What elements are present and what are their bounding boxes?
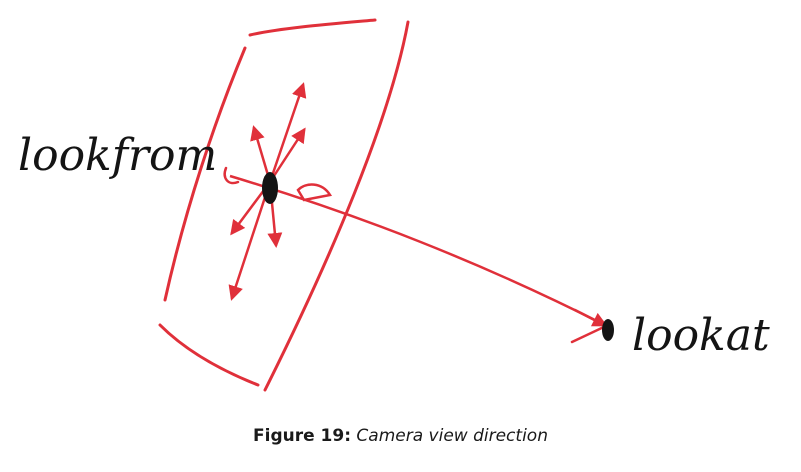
camera-view-diagram: lookfrom lookat bbox=[18, 18, 770, 392]
lookat-point bbox=[602, 319, 614, 341]
caption-label: Figure 19: bbox=[253, 426, 352, 446]
lookfrom-point bbox=[262, 172, 278, 204]
view-direction-ray bbox=[229, 174, 608, 327]
figure-caption: Figure 19: Camera view direction bbox=[0, 426, 801, 446]
ray-arrowhead bbox=[570, 308, 609, 344]
plane-top-edge bbox=[248, 18, 377, 37]
image-plane bbox=[158, 18, 410, 392]
plane-bottom-edge bbox=[158, 323, 260, 387]
plane-right-edge bbox=[263, 20, 410, 392]
right-rotation-mark bbox=[296, 183, 333, 202]
up-arrow bbox=[268, 82, 307, 184]
left-rotation-mark bbox=[223, 166, 240, 185]
upper-right-arrow bbox=[268, 127, 306, 184]
lookfrom-label: lookfrom bbox=[18, 130, 217, 181]
plane-left-edge bbox=[163, 46, 247, 302]
down-arrow bbox=[228, 180, 272, 301]
caption-text: Camera view direction bbox=[356, 426, 548, 446]
lookat-label: lookat bbox=[632, 310, 770, 361]
